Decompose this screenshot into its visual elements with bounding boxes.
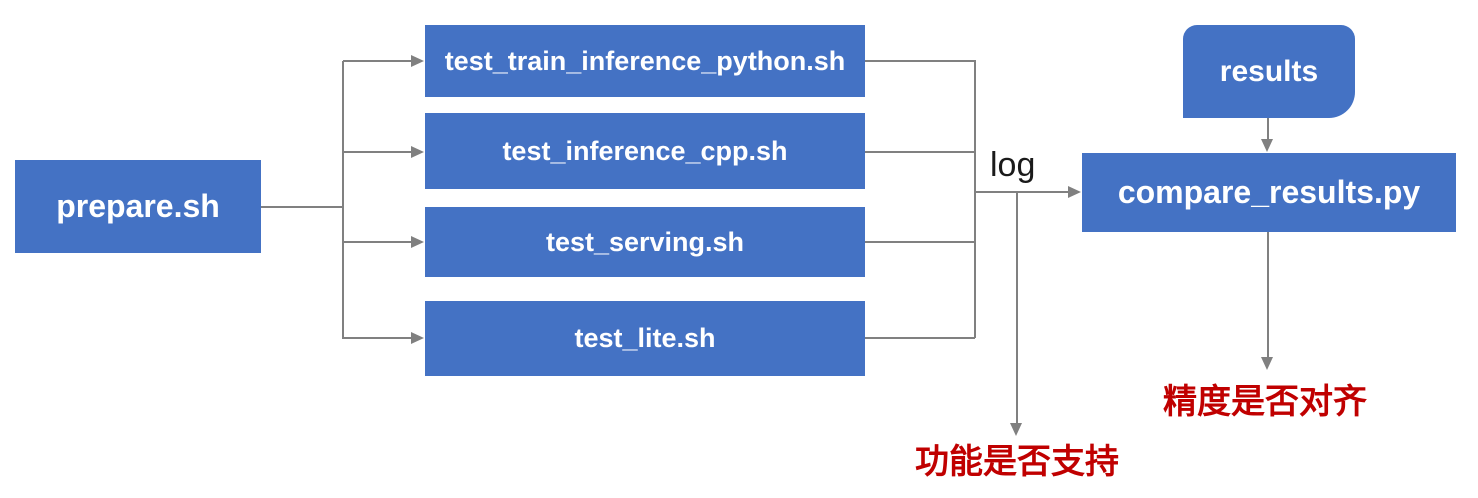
connector-branch-to-test-lite [343, 337, 413, 339]
node-test-train-inference-python-sh-label: test_train_inference_python.sh [444, 45, 846, 76]
annotation-precision-alignment: 精度是否对齐 [1163, 383, 1367, 421]
connector-compare-down [1267, 232, 1269, 358]
arrowhead-precision-alignment [1261, 357, 1273, 370]
connector-branch-to-test-cpp [343, 151, 413, 153]
connector-test-lite-to-collector [865, 337, 975, 339]
arrowhead-into-compare [1068, 186, 1081, 198]
node-results: results [1183, 25, 1355, 118]
annotation-function-support: 功能是否支持 [915, 443, 1119, 481]
arrowhead-into-test-cpp [411, 146, 424, 158]
node-compare-results-py-label: compare_results.py [1117, 174, 1421, 210]
arrowhead-into-compare-top [1261, 139, 1273, 152]
connector-collector-vertical [974, 60, 976, 338]
node-test-inference-cpp-sh: test_inference_cpp.sh [425, 113, 865, 189]
node-test-serving-sh-label: test_serving.sh [545, 226, 745, 257]
connector-branch-to-test-train [343, 60, 413, 62]
node-prepare-sh: prepare.sh [15, 160, 261, 253]
connector-prepare-to-branch [261, 206, 343, 208]
arrowhead-into-test-lite [411, 332, 424, 344]
node-test-lite-sh: test_lite.sh [425, 301, 865, 376]
connector-test-serving-to-collector [865, 241, 975, 243]
connector-branch-to-test-serving [343, 241, 413, 243]
arrowhead-into-test-serving [411, 236, 424, 248]
node-compare-results-py: compare_results.py [1082, 153, 1456, 232]
node-test-serving-sh: test_serving.sh [425, 207, 865, 277]
connector-branch-vertical [342, 61, 344, 339]
connector-log-down [1016, 192, 1018, 423]
connector-log-to-compare [975, 191, 1069, 193]
node-prepare-sh-label: prepare.sh [56, 188, 220, 224]
node-test-inference-cpp-sh-label: test_inference_cpp.sh [502, 135, 788, 166]
node-test-train-inference-python-sh: test_train_inference_python.sh [425, 25, 865, 97]
connector-test-train-to-collector [865, 60, 975, 62]
node-results-label: results [1219, 54, 1319, 88]
arrowhead-function-support [1010, 423, 1022, 436]
connector-test-cpp-to-collector [865, 151, 975, 153]
node-test-lite-sh-label: test_lite.sh [574, 323, 716, 353]
arrowhead-into-test-train [411, 55, 424, 67]
connector-results-to-compare [1267, 118, 1269, 140]
edge-label-log: log [990, 146, 1036, 184]
